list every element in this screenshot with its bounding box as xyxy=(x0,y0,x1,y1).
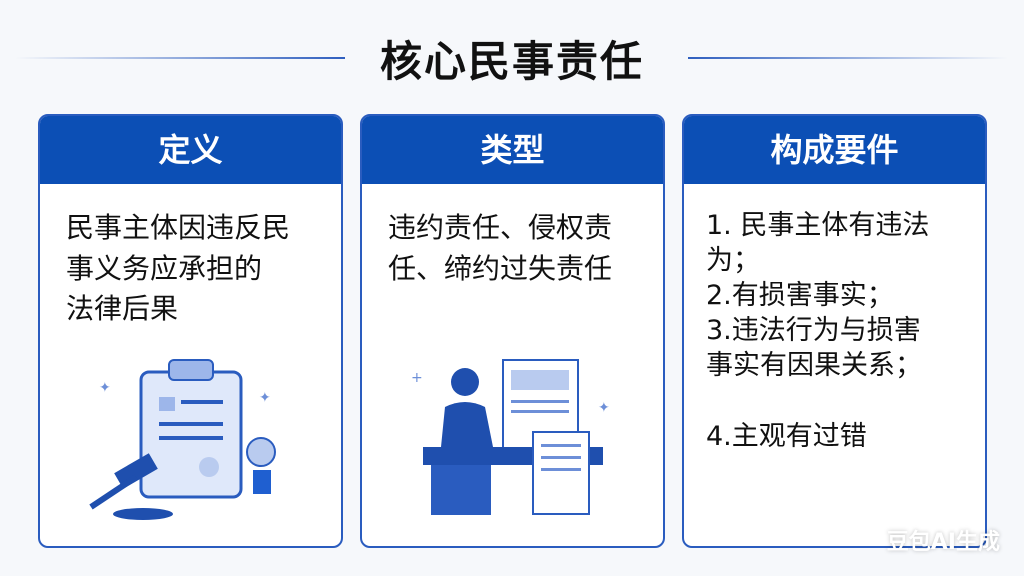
svg-text:✦: ✦ xyxy=(598,400,610,416)
title-divider-left xyxy=(15,57,345,59)
card-text: 1. 民事主体有违法 xyxy=(706,210,930,241)
card-text: 2.有损害事实； xyxy=(706,280,894,312)
title-divider-right xyxy=(688,57,1008,59)
card-text: 事义务应承担的 xyxy=(66,251,263,285)
card-types: 类型 违约责任、侵权责 任、缔约过失责任 + ✦ xyxy=(360,114,665,548)
spacer xyxy=(706,383,963,419)
card-definition: 定义 民事主体因违反民 事义务应承担的 法律后果 ✦ ✦ xyxy=(38,114,343,548)
card-text: 违约责任、侵权责 xyxy=(388,211,613,244)
svg-text:✦: ✦ xyxy=(99,380,111,396)
card-text: 事实有因果关系； xyxy=(706,350,922,382)
card-header: 类型 xyxy=(362,116,663,184)
page-title: 核心民事责任 xyxy=(379,37,644,86)
card-text: 3.违法行为与损害 xyxy=(706,315,921,347)
card-text: 为； xyxy=(706,245,760,277)
watermark: 豆包AI生成 xyxy=(886,530,1000,555)
card-header: 构成要件 xyxy=(684,116,985,184)
svg-text:✦: ✦ xyxy=(259,390,271,406)
office-worker-illustration: + ✦ xyxy=(411,359,610,515)
card-text: 法律后果 xyxy=(66,292,179,326)
card-header: 定义 xyxy=(40,116,341,184)
card-elements: 构成要件 1. 民事主体有违法 为； 2.有损害事实； 3.违法行为与损害 事实… xyxy=(682,114,987,548)
card-text: 民事主体因违反民 xyxy=(66,211,291,244)
card-text: 任、缔约过失责任 xyxy=(388,251,613,285)
card-text: 4.主观有过错 xyxy=(706,421,867,453)
svg-text:+: + xyxy=(411,370,423,386)
clipboard-gavel-illustration: ✦ ✦ xyxy=(88,359,276,520)
